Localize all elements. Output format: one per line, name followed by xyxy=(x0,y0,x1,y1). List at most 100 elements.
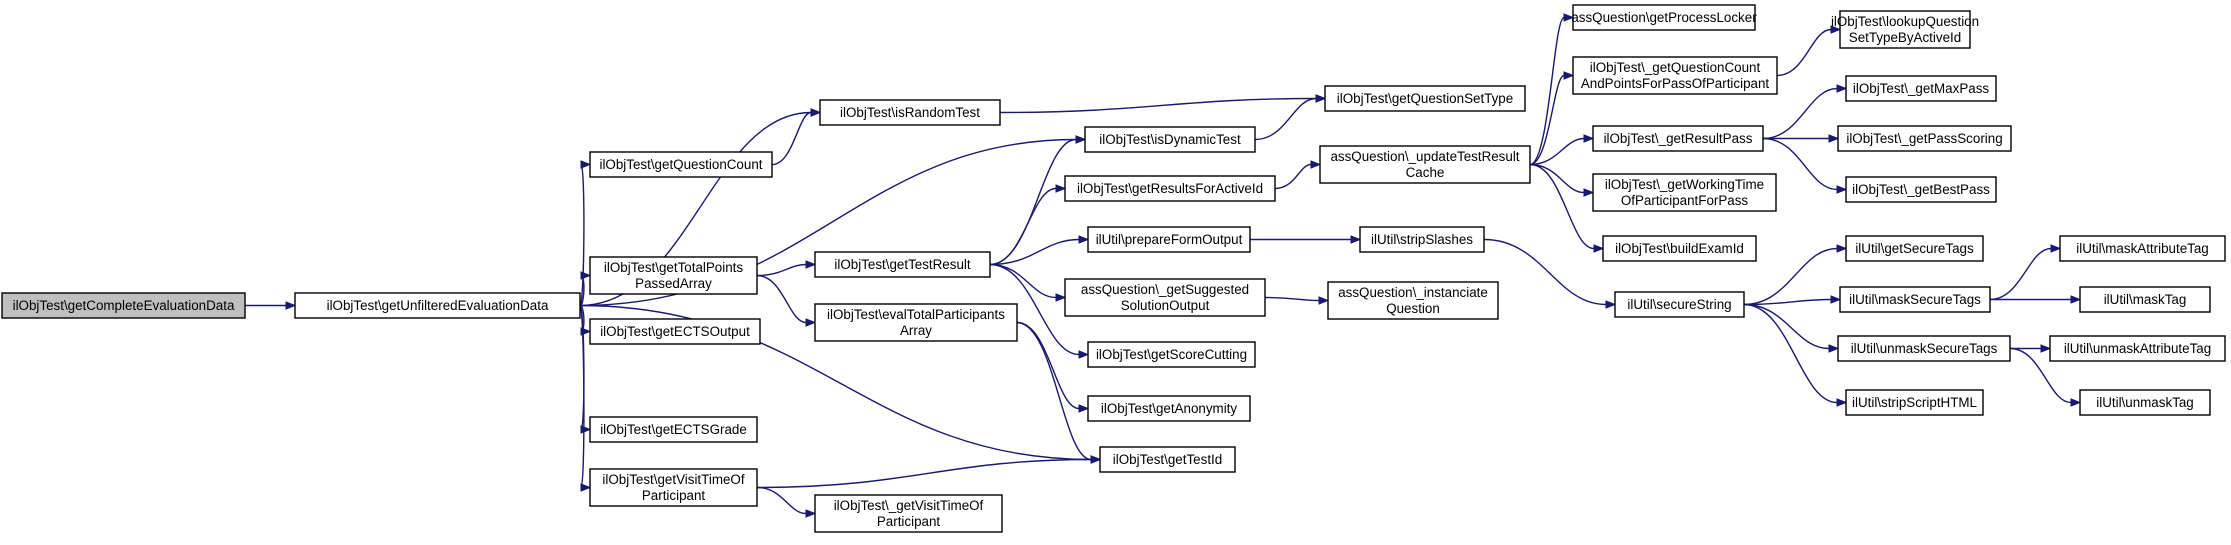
node-box xyxy=(2049,335,2226,362)
node-label: ilObjTest\lookupQuestion xyxy=(1831,14,1979,29)
node-getAnonymity[interactable]: ilObjTest\getAnonymity xyxy=(1087,395,1251,422)
node-unfiltered[interactable]: ilObjTest\getUnfilteredEvaluationData xyxy=(294,292,581,319)
node-label: Participant xyxy=(642,488,706,503)
node-maskTag[interactable]: ilUtil\maskTag xyxy=(2079,286,2211,313)
edge-getResultsForActiveId-to-updateTestResult xyxy=(1274,160,1322,190)
edge-updateTestResult-to-getQuestionCountAndPoints xyxy=(1529,71,1575,166)
edge-secureString-to-maskSecureTags xyxy=(1743,295,1842,306)
node-label: ilObjTest\getTestResult xyxy=(834,257,970,272)
node-unmaskAttributeTag[interactable]: ilUtil\unmaskAttributeTag xyxy=(2049,335,2226,362)
node-box xyxy=(1084,126,1256,153)
node-getTestResult[interactable]: ilObjTest\getTestResult xyxy=(814,251,991,278)
node-getScoreCutting[interactable]: ilObjTest\getScoreCutting xyxy=(1087,341,1256,368)
edge-getTestResult-to-getSuggested xyxy=(989,263,1067,302)
edge-unfiltered-to-getECTSGrade xyxy=(579,304,592,434)
node-stripSlashes[interactable]: ilUtil\stripSlashes xyxy=(1359,226,1485,253)
node-label: ilUtil\unmaskTag xyxy=(2096,395,2194,410)
node-label: ilObjTest\getResultsForActiveId xyxy=(1077,181,1263,196)
node-getBestPass[interactable]: ilObjTest\_getBestPass xyxy=(1845,176,1997,203)
node-label: assQuestion\_instanciate xyxy=(1338,285,1488,300)
node-getECTSGrade[interactable]: ilObjTest\getECTSGrade xyxy=(589,416,758,443)
node-label: ilObjTest\getECTSOutput xyxy=(600,324,750,339)
node-label: ilObjTest\_getResultPass xyxy=(1604,131,1753,146)
edge-layer xyxy=(245,13,2082,518)
node-box xyxy=(1602,235,1757,262)
node-getQuestionSetType[interactable]: ilObjTest\getQuestionSetType xyxy=(1324,85,1526,112)
node-label: ilObjTest\getAnonymity xyxy=(1101,401,1237,416)
node-getQuestionCountAndPoints[interactable]: ilObjTest\_getQuestionCountAndPointsForP… xyxy=(1572,56,1778,95)
node-box xyxy=(294,292,581,319)
node-box xyxy=(1592,125,1764,152)
node-box xyxy=(1845,176,1997,203)
node-maskSecureTags[interactable]: ilUtil\maskSecureTags xyxy=(1839,286,1991,313)
node-label: ilObjTest\getCompleteEvaluationData xyxy=(13,298,235,313)
node-label: ilObjTest\isRandomTest xyxy=(840,105,980,120)
node-box xyxy=(1064,278,1266,317)
node-getQuestionCount[interactable]: ilObjTest\getQuestionCount xyxy=(589,151,773,178)
node-layer: ilObjTest\getCompleteEvaluationData ilObj… xyxy=(1,4,2226,533)
node-label: OfParticipantForPass xyxy=(1621,193,1749,208)
node-box xyxy=(1099,446,1236,473)
node-isDynamicTest[interactable]: ilObjTest\isDynamicTest xyxy=(1084,126,1256,153)
node-label: ilObjTest\getTestId xyxy=(1113,452,1222,467)
node-label: ilObjTest\getVisitTimeOf xyxy=(602,472,744,487)
node-getProcessLocker[interactable]: assQuestion\getProcessLocker xyxy=(1571,4,1757,31)
node-box xyxy=(1087,341,1256,368)
node-box xyxy=(1845,235,1984,262)
node-root[interactable]: ilObjTest\getCompleteEvaluationData xyxy=(1,292,246,319)
node-label: ilObjTest\_getQuestionCount xyxy=(1590,60,1761,75)
node-getResultPass[interactable]: ilObjTest\_getResultPass xyxy=(1592,125,1764,152)
edge-unfiltered-to-getQuestionCount xyxy=(579,160,592,307)
node-box xyxy=(1087,226,1251,253)
node-label: ilObjTest\getECTSGrade xyxy=(600,422,747,437)
edge-maskSecureTags-to-maskAttributeTag xyxy=(1989,244,2062,301)
node-box xyxy=(2059,235,2226,262)
node-getMaxPass[interactable]: ilObjTest\_getMaxPass xyxy=(1845,75,1997,102)
edge-getResultPass-to-getMaxPass xyxy=(1762,84,1848,140)
node-box xyxy=(1324,85,1526,112)
node-getSecureTags[interactable]: ilUtil\getSecureTags xyxy=(1845,235,1984,262)
node-label: Participant xyxy=(877,514,941,529)
node-box xyxy=(1839,286,1991,313)
node-label: ilUtil\secureString xyxy=(1627,297,1731,312)
node-box xyxy=(1064,175,1276,202)
node-getECTSOutput[interactable]: ilObjTest\getECTSOutput xyxy=(589,318,761,345)
node-buildExamId[interactable]: ilObjTest\buildExamId xyxy=(1602,235,1757,262)
node-stripScriptHTML[interactable]: ilUtil\stripScriptHTML xyxy=(1845,389,1984,416)
node-box xyxy=(814,303,1018,342)
node-label: ilUtil\stripScriptHTML xyxy=(1852,395,1977,410)
node-box xyxy=(589,256,758,295)
node-getTestId[interactable]: ilObjTest\getTestId xyxy=(1099,446,1236,473)
edge-unfiltered-to-getVisitTime xyxy=(579,304,592,492)
node-box xyxy=(1572,4,1756,31)
node-unmaskSecureTags[interactable]: ilUtil\unmaskSecureTags xyxy=(1837,335,2011,362)
node-label: ilObjTest\getQuestionCount xyxy=(599,157,762,172)
edge-secureString-to-getSecureTags xyxy=(1743,244,1848,306)
edge-getQuestionCount-to-isRandomTest xyxy=(771,108,822,166)
edge-getTestResult-to-prepareFormOutput xyxy=(989,235,1090,266)
node-maskAttributeTag[interactable]: ilUtil\maskAttributeTag xyxy=(2059,235,2226,262)
node-label: ilObjTest\getUnfilteredEvaluationData xyxy=(327,298,549,313)
node-label: ilObjTest\_getBestPass xyxy=(1852,182,1990,197)
node-label: Question xyxy=(1386,301,1440,316)
node-box xyxy=(2079,389,2211,416)
node-secureString[interactable]: ilUtil\secureString xyxy=(1614,291,1745,318)
node-getResultsForActiveId[interactable]: ilObjTest\getResultsForActiveId xyxy=(1064,175,1276,202)
node-lookupQuestion[interactable]: ilObjTest\lookupQuestionSetTypeByActiveI… xyxy=(1831,10,1979,49)
node-label: ilObjTest\_getVisitTimeOf xyxy=(834,498,984,513)
node-prepareFormOutput[interactable]: ilUtil\prepareFormOutput xyxy=(1087,226,1251,253)
node-getPassScoring[interactable]: ilObjTest\_getPassScoring xyxy=(1837,125,2012,152)
node-box xyxy=(814,494,1003,533)
node-getWorkingTime[interactable]: ilObjTest\_getWorkingTimeOfParticipantFo… xyxy=(1592,173,1777,212)
node-unmaskTag[interactable]: ilUtil\unmaskTag xyxy=(2079,389,2211,416)
node-label: assQuestion\_updateTestResult xyxy=(1330,149,1519,164)
node-isRandomTest[interactable]: ilObjTest\isRandomTest xyxy=(819,99,1001,126)
node-label: ilObjTest\getTotalPoints xyxy=(604,260,743,275)
